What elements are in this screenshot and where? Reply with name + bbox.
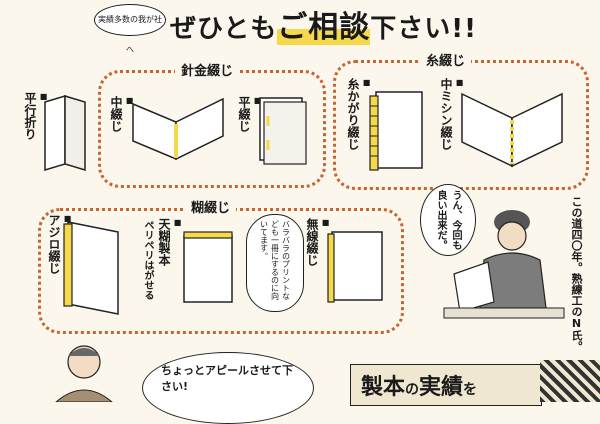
wire-group-label: 針金綴じ [175, 60, 240, 79]
header-note-bubble: 実績多数の我が社へ [94, 4, 166, 54]
appeal-text: ちょっとアピールさせて下さい! [161, 364, 293, 393]
achievements-banner: 製本の実績を [350, 364, 542, 406]
craftsman-bubble: うん、今回も良い出来だ。 [420, 184, 476, 256]
side-stitch-illustration [259, 97, 307, 165]
label-naka-mishin: 中ミシン綴じ [438, 78, 464, 150]
header-note: 実績多数の我が社へ [98, 15, 162, 54]
saddle-stitch-illustration [132, 97, 224, 161]
craftsman-illustration [443, 210, 565, 319]
title-part-b: ご相談 [277, 10, 371, 45]
glue-note-bubble: バラバラのプリントなども一冊にするのに向いてます。 [246, 214, 304, 312]
craftsman-caption: この道四〇年。熟練工のN氏。 [570, 196, 583, 352]
label-heiko: 平行折り [22, 92, 48, 172]
appeal-bubble: ちょっとアピールさせて下さい! [142, 352, 314, 424]
banner-word-b: の [405, 382, 420, 398]
ajiro-binding-illustration [63, 221, 119, 315]
label-nakatoji: 中綴じ [108, 96, 134, 132]
folded-sheet-illustration [44, 94, 86, 172]
label-tennori: 天糊製本 [156, 218, 182, 266]
page-title: ぜひともご相談下さい!! [170, 2, 477, 46]
banner-flag-right [540, 360, 600, 402]
glue-group-label: 糊綴じ [185, 197, 237, 216]
center-machine-stitch-illustration [461, 92, 563, 168]
title-part-c: 下さい!! [370, 14, 477, 44]
thread-group-label: 糸綴じ [420, 50, 472, 69]
banner-word-a: 製本 [361, 375, 406, 400]
top-glue-pad-illustration [183, 231, 233, 303]
banner-word-d: を [463, 382, 478, 398]
title-part-a: ぜひとも [170, 14, 278, 44]
craftsman-speech: うん、今回も良い出来だ。 [435, 190, 461, 250]
banner-word-c: 実績 [419, 375, 464, 400]
label-itakagari: 糸かがり綴じ [345, 78, 371, 150]
label-musen: 無線綴じ [304, 218, 330, 266]
label-hiratoji: 平綴じ [236, 96, 262, 132]
tennori-note: ペリペリはがせる [142, 220, 153, 300]
label-ajiro: アジロ綴じ [46, 214, 72, 274]
sewn-binding-illustration [369, 91, 423, 171]
banner-text: 製本の実績を [351, 365, 541, 405]
perfect-binding-illustration [327, 231, 383, 303]
glue-note-text: バラバラのプリントなども一冊にするのに向いてます。 [259, 220, 291, 300]
woman-illustration [55, 345, 113, 402]
